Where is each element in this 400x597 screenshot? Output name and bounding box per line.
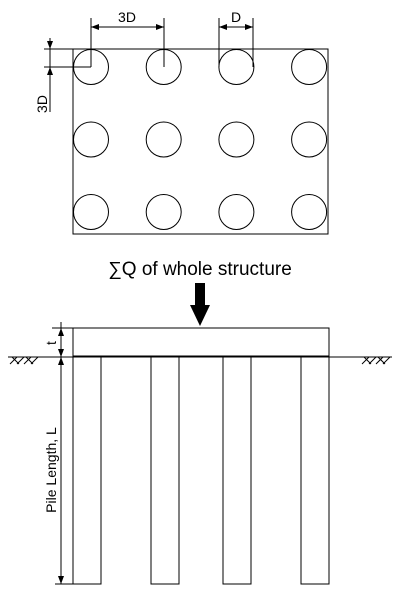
cap-thickness-dimension: t: [43, 322, 73, 584]
pile-circle: [291, 194, 328, 230]
pile-circle: [145, 194, 182, 230]
diameter-dimension: D: [218, 9, 254, 67]
plan-view: 3D D 3D: [34, 9, 329, 235]
ground-hatch-left: [9, 356, 39, 365]
pile-cap-section: [72, 327, 330, 357]
ground-hatch-right: [361, 356, 391, 365]
pile-circle: [291, 49, 328, 85]
cap-thickness-label: t: [43, 341, 59, 345]
pile-circle: [73, 194, 109, 230]
load-label: ∑Q of whole structure: [108, 259, 292, 280]
spacing-dimension-label: 3D: [118, 9, 136, 25]
load-arrow: [190, 283, 210, 326]
pile-section: [222, 356, 252, 585]
edge-dimension-label: 3D: [34, 95, 50, 113]
pile-section: [150, 356, 180, 585]
section-view: t Pile Length, L: [8, 322, 392, 585]
pile-circle: [73, 121, 109, 158]
pile-circle: [218, 49, 255, 85]
pile-circle: [145, 121, 182, 158]
diameter-dimension-label: D: [231, 9, 241, 25]
pile-section: [72, 356, 102, 585]
pile-circle: [291, 121, 328, 158]
pile-section: [300, 356, 330, 585]
piles-section: [72, 356, 330, 585]
pile-circle: [218, 121, 255, 158]
pile-circle: [218, 194, 255, 230]
pile-cap-outline-plan: [72, 48, 329, 235]
spacing-dimension: 3D: [90, 9, 165, 67]
pile-circles: [73, 49, 328, 230]
pile-length-label: Pile Length, L: [43, 427, 59, 513]
edge-dimension: 3D: [34, 38, 91, 113]
pile-length-dimension: Pile Length, L: [43, 357, 73, 585]
